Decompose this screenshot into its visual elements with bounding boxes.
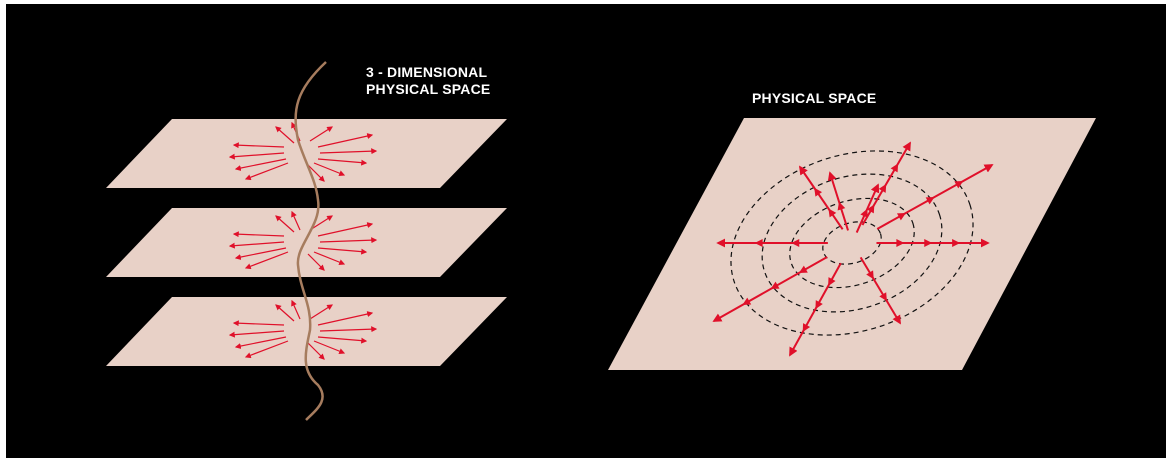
- label-physical-space: PHYSICAL SPACE: [752, 90, 877, 106]
- field-arrow: [317, 133, 374, 148]
- label-line-1: 3 - DIMENSIONAL: [366, 64, 488, 80]
- radial-arrow: [798, 165, 844, 230]
- radial-arrow-chevron: [828, 208, 837, 218]
- plane-arrows: [228, 210, 378, 271]
- label-line-2: PHYSICAL SPACE: [366, 81, 491, 97]
- field-arrow: [319, 237, 378, 244]
- radial-arrow: [859, 256, 901, 325]
- radial-arrow-shaft: [712, 256, 828, 322]
- radial-arrow-chevron: [791, 239, 800, 247]
- field-arrow: [234, 336, 287, 350]
- field-arrow: [317, 336, 368, 344]
- radial-arrow: [827, 171, 849, 231]
- radial-arrow-chevron: [896, 212, 906, 221]
- radial-arrow-shaft: [859, 256, 901, 325]
- radial-arrow: [876, 238, 990, 248]
- radial-arrow: [712, 256, 828, 322]
- field-arrow: [232, 231, 285, 238]
- field-arrow: [234, 247, 287, 261]
- field-ellipse-3: [761, 173, 943, 313]
- field-arrows: [712, 141, 994, 357]
- curve-line: [294, 61, 327, 421]
- radial-arrow-chevron: [866, 270, 874, 280]
- field-arrow: [307, 164, 325, 182]
- plane-arrows: [228, 121, 378, 182]
- radial-arrow-chevron: [802, 323, 811, 333]
- field-arrow: [319, 148, 378, 155]
- radial-arrow: [789, 262, 842, 357]
- radial-arrow-chevron: [890, 163, 899, 173]
- field-arrow: [228, 241, 285, 249]
- radial-arrow-chevron: [814, 187, 823, 197]
- field-arrow: [228, 330, 285, 338]
- field-ellipse-outer: [730, 150, 974, 336]
- field-arrow: [234, 158, 287, 172]
- radial-arrow-chevron: [754, 239, 763, 247]
- stacked-planes-diagram: [106, 61, 507, 421]
- field-arrow: [309, 304, 334, 320]
- field-arrow: [317, 222, 374, 237]
- radial-arrow-chevron: [954, 180, 964, 189]
- field-arrow: [228, 152, 285, 160]
- field-arrow: [244, 251, 289, 270]
- field-arrow: [232, 320, 285, 327]
- single-plane-diagram: [608, 118, 1096, 370]
- radial-arrow-chevron: [878, 184, 887, 193]
- field-arrow: [244, 340, 289, 359]
- wavy-curve: [294, 61, 327, 421]
- radial-arrow-chevron: [798, 265, 808, 274]
- radial-arrow: [876, 164, 994, 230]
- plane-2: [106, 208, 507, 277]
- radial-arrow-chevron: [925, 196, 935, 205]
- field-arrow: [309, 215, 334, 231]
- radial-arrow-chevron: [837, 201, 846, 211]
- field-arrow: [309, 126, 334, 142]
- radial-arrow-chevron: [952, 239, 961, 247]
- radial-arrow: [716, 238, 828, 248]
- field-arrow: [307, 342, 325, 360]
- plane-arrows: [228, 299, 378, 360]
- field-arrow: [275, 126, 295, 144]
- field-arrow: [317, 158, 368, 166]
- plane-1: [106, 119, 507, 188]
- field-arrow: [313, 340, 346, 355]
- field-arrow: [244, 162, 289, 181]
- radial-arrow-chevron: [896, 239, 905, 247]
- field-arrow: [313, 162, 346, 177]
- field-arrow: [291, 210, 301, 231]
- radial-arrow-chevron: [879, 292, 887, 302]
- radial-arrow-chevron: [742, 297, 752, 306]
- field-arrow: [317, 247, 368, 255]
- plane-3: [106, 297, 507, 366]
- radial-arrow: [861, 141, 911, 226]
- radial-arrow-chevron: [828, 277, 836, 287]
- radial-arrow-chevron: [866, 204, 875, 214]
- field-arrow: [232, 142, 285, 149]
- field-arrow: [317, 311, 374, 326]
- radial-arrow-shaft: [855, 183, 880, 233]
- field-arrow: [307, 253, 325, 271]
- field-arrow: [291, 299, 301, 320]
- plane-surface: [106, 297, 507, 366]
- field-arrow: [313, 251, 346, 266]
- plane-right: [608, 118, 1096, 370]
- radial-arrow-shaft: [876, 164, 994, 230]
- plane-surface: [106, 119, 507, 188]
- field-arrow: [275, 215, 295, 233]
- field-arrow: [319, 326, 378, 333]
- radial-arrow-chevron: [815, 300, 823, 310]
- radial-arrow-chevron: [770, 281, 780, 290]
- plane-surface: [106, 208, 507, 277]
- radial-arrow-shaft: [798, 165, 844, 230]
- radial-arrow-chevron: [924, 239, 933, 247]
- radial-arrow-shaft: [789, 262, 842, 357]
- radial-arrow-chevron: [860, 208, 868, 218]
- field-arrow: [275, 304, 295, 322]
- label-3d-physical-space: 3 - DIMENSIONAL PHYSICAL SPACE: [366, 64, 490, 98]
- radial-arrow: [855, 183, 880, 233]
